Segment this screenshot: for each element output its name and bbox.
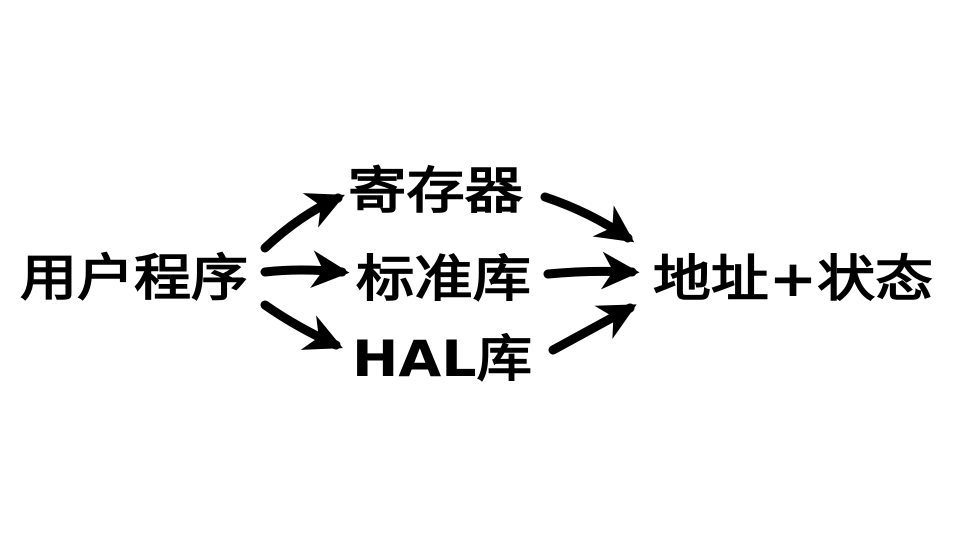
middle-node-hal-lib-label: HAL库 [352, 330, 532, 388]
arrow-std-lib-to-target [543, 251, 640, 290]
target-node-label: 地址+状态 [653, 250, 933, 308]
arrow-registers-to-target [540, 192, 635, 243]
middle-node-std-lib-label: 标准库 [356, 250, 531, 308]
arrow-hal-lib-to-target [548, 303, 637, 355]
source-node-label: 用户程序 [20, 249, 248, 307]
arrow-source-to-registers [260, 193, 345, 253]
middle-node-registers-label: 寄存器 [348, 162, 524, 220]
arrow-source-to-hal-lib [260, 300, 343, 350]
arrow-source-to-std-lib [260, 250, 350, 288]
